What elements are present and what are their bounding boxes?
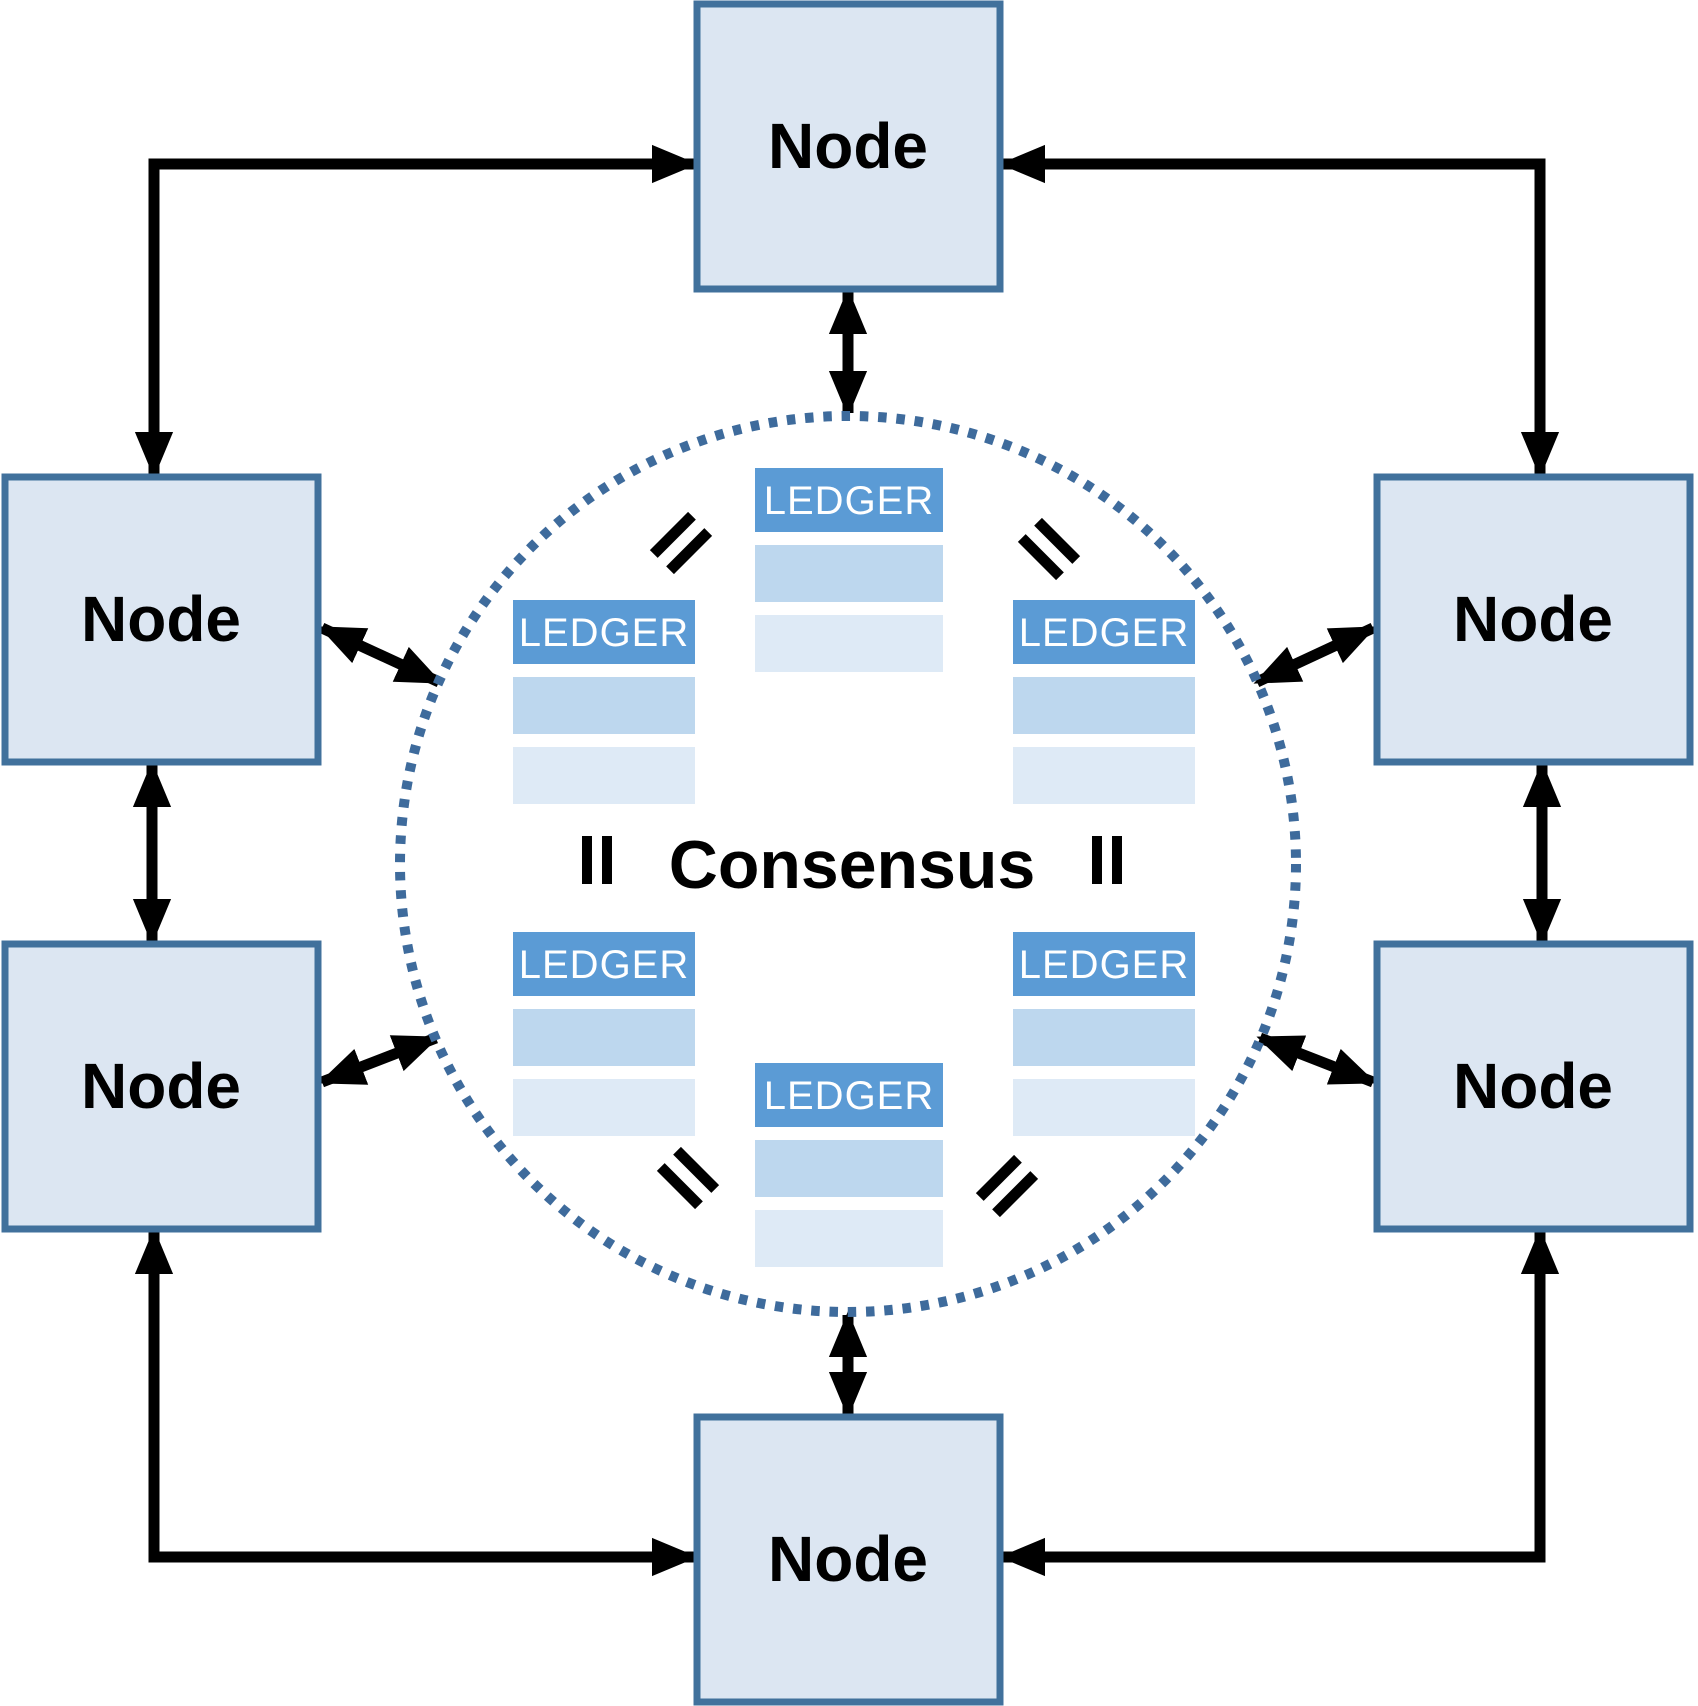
arrow-left-lower-node-to-circle	[318, 1032, 440, 1088]
equals-mark-upper-left	[649, 511, 713, 575]
node-rect	[1, 473, 322, 766]
ledger-left-upper: LEDGER	[513, 600, 695, 804]
node-rect	[693, 1413, 1004, 1706]
equals-mark-lower-right	[975, 1154, 1039, 1218]
consensus-circle	[395, 411, 1301, 1317]
arrow-top-right-corner	[999, 144, 1560, 478]
ledger-row	[1013, 677, 1195, 734]
ledger-header	[513, 600, 695, 664]
node-box-right-upper: Node	[1373, 473, 1694, 766]
node-box-bottom: Node	[693, 1413, 1004, 1706]
node-rect	[1373, 940, 1694, 1233]
ledger-row	[1013, 747, 1195, 804]
ledger-label: LEDGER	[1019, 943, 1190, 987]
ledger-row	[755, 1210, 943, 1267]
node-label: Node	[768, 1523, 928, 1595]
arrow-left-upper-node-to-circle	[318, 623, 443, 687]
equals-mark-middle-right	[1092, 836, 1122, 884]
node-box-left-lower: Node	[1, 940, 322, 1233]
consensus-label: Consensus	[669, 827, 1036, 903]
ledger-header	[755, 1063, 943, 1127]
ledger-label: LEDGER	[519, 943, 690, 987]
ledger-row	[513, 747, 695, 804]
ledger-row	[513, 1009, 695, 1066]
ledger-top: LEDGER	[755, 468, 943, 672]
node-label: Node	[1453, 1050, 1613, 1122]
arrow-bottom-left-corner	[134, 1228, 698, 1577]
arrow-right-upper-node-to-circle	[1253, 623, 1377, 687]
arrow-bottom-right-corner	[999, 1228, 1560, 1577]
arrow-right-lower-node-to-circle	[1256, 1032, 1377, 1088]
ledger-right-upper: LEDGER	[1013, 600, 1195, 804]
ledger-bottom: LEDGER	[755, 1063, 943, 1267]
equals-mark-upper-right	[1017, 517, 1081, 581]
ledger-row	[1013, 1009, 1195, 1066]
ledger-row	[513, 677, 695, 734]
node-rect	[1, 940, 322, 1233]
arrow-top-left-corner	[134, 144, 698, 478]
node-box-top: Node	[693, 0, 1004, 293]
node-box-left-upper: Node	[1, 473, 322, 766]
ledger-header	[1013, 932, 1195, 996]
ledger-header	[1013, 600, 1195, 664]
node-rect	[693, 0, 1004, 293]
ledger-row	[755, 545, 943, 602]
ledger-label: LEDGER	[764, 479, 935, 523]
ledger-row	[513, 1079, 695, 1136]
node-label: Node	[768, 110, 928, 182]
node-box-right-lower: Node	[1373, 940, 1694, 1233]
node-label: Node	[1453, 583, 1613, 655]
ledger-label: LEDGER	[519, 611, 690, 655]
node-label: Node	[81, 1050, 241, 1122]
equals-mark-lower-left	[656, 1146, 720, 1210]
equals-mark-middle-left	[582, 836, 612, 884]
ledger-row	[1013, 1079, 1195, 1136]
ledger-row	[755, 1140, 943, 1197]
ledger-label: LEDGER	[1019, 611, 1190, 655]
ledger-left-lower: LEDGER	[513, 932, 695, 1136]
node-label: Node	[81, 583, 241, 655]
ledger-header	[755, 468, 943, 532]
ledger-header	[513, 932, 695, 996]
node-rect	[1373, 473, 1694, 766]
ledger-row	[755, 615, 943, 672]
ledger-right-lower: LEDGER	[1013, 932, 1195, 1136]
ledger-label: LEDGER	[764, 1074, 935, 1118]
